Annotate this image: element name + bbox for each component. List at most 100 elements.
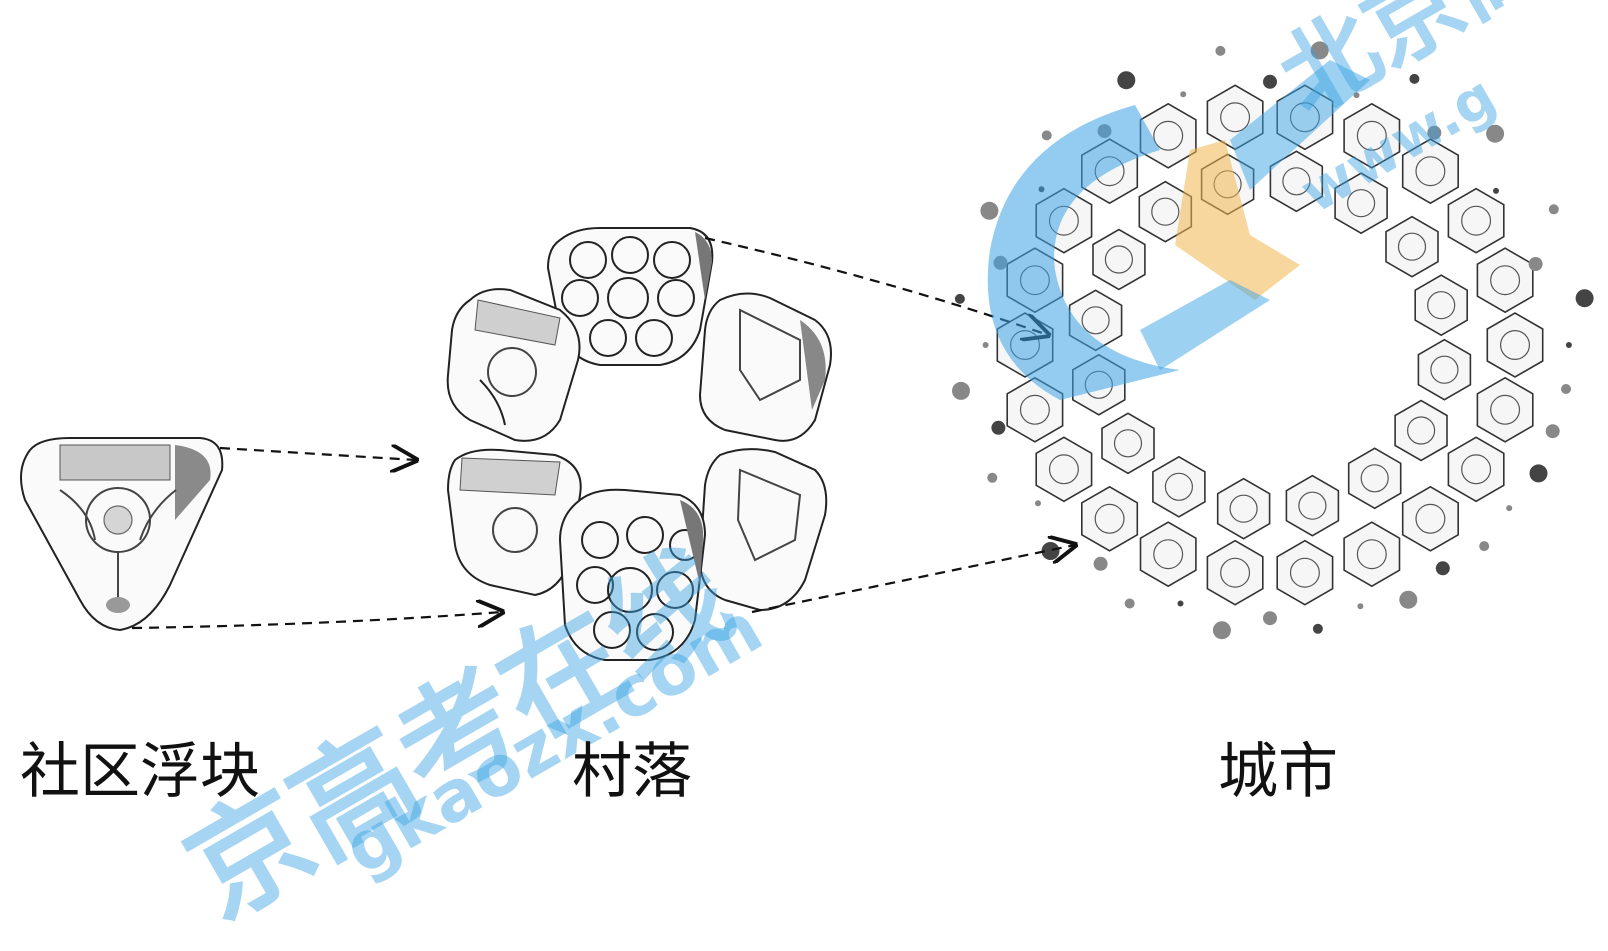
city-module-core xyxy=(1289,557,1320,588)
city-module-core xyxy=(1415,156,1446,187)
city-module xyxy=(1486,312,1544,378)
city-debris xyxy=(1124,598,1135,609)
city-module xyxy=(1035,436,1093,503)
city-module-core xyxy=(1220,102,1251,133)
watermark-logo-c-icon xyxy=(987,105,1180,400)
city-debris xyxy=(1486,124,1505,143)
city-module-core xyxy=(1461,205,1492,236)
city-module-core xyxy=(1153,120,1184,151)
label-community-float-block: 社区浮块 xyxy=(20,737,260,807)
city-module-core xyxy=(1081,306,1110,335)
city-module xyxy=(1414,274,1468,337)
city-debris xyxy=(982,342,989,348)
city-debris xyxy=(1561,384,1571,394)
city-module xyxy=(1385,215,1439,278)
arrow-village-to-city-lower xyxy=(751,545,1075,614)
city-module-core xyxy=(1153,539,1184,570)
city-module-core xyxy=(1490,394,1521,425)
city-debris xyxy=(1493,187,1499,194)
city-module-core xyxy=(1164,472,1194,501)
city-module xyxy=(1343,102,1401,169)
city-module xyxy=(1343,521,1401,588)
city-debris xyxy=(1545,424,1560,439)
city-debris xyxy=(1093,556,1108,571)
city-module xyxy=(1216,477,1271,540)
city-debris xyxy=(1041,130,1052,141)
city-module-core xyxy=(1094,503,1125,534)
city-module-core xyxy=(1356,539,1387,570)
city-debris xyxy=(1263,74,1277,89)
watermark-logo-k-icon xyxy=(1175,140,1300,300)
city-module-core xyxy=(1430,355,1459,384)
city-module-core xyxy=(1490,265,1521,296)
city-module-core xyxy=(1461,454,1492,485)
city-module-core xyxy=(1427,291,1456,320)
city-module xyxy=(1152,455,1206,518)
city-module-core xyxy=(1113,429,1143,458)
city-module-core xyxy=(1499,330,1530,361)
city-module xyxy=(1206,539,1264,606)
city-debris xyxy=(1479,541,1490,552)
city-module-core xyxy=(1104,245,1134,274)
city-module xyxy=(1401,485,1459,552)
city-debris xyxy=(1357,603,1364,610)
city-debris xyxy=(1435,561,1450,576)
watermark xyxy=(987,60,1370,400)
city-module xyxy=(1447,187,1505,254)
city-module-core xyxy=(1356,120,1387,151)
city-module-core xyxy=(1229,494,1258,523)
city-module-core xyxy=(1415,503,1446,534)
city-module-core xyxy=(1019,394,1050,425)
label-village: 村落 xyxy=(572,737,692,807)
city-debris xyxy=(1117,71,1136,90)
city-module xyxy=(1285,474,1340,537)
arrow-community-to-village-upper xyxy=(219,448,416,460)
city-module-core xyxy=(1282,167,1311,196)
diagram: 北京高 www.g 京高考在线 gkaozx.com 社区浮块 村落 城市 xyxy=(20,0,1594,945)
city-debris xyxy=(991,420,1006,435)
city-debris xyxy=(1215,45,1226,56)
city-debris xyxy=(1506,505,1513,512)
city-module xyxy=(1394,399,1448,462)
city-debris xyxy=(1528,257,1543,271)
city-module xyxy=(1417,338,1472,401)
city-module xyxy=(1139,521,1197,588)
city-module-core xyxy=(1406,416,1436,445)
city-module xyxy=(1476,376,1534,443)
city-module xyxy=(1447,436,1505,503)
city-debris xyxy=(954,293,965,304)
city-module-core xyxy=(1346,189,1376,218)
city-debris xyxy=(1177,600,1184,607)
city-module xyxy=(1101,412,1155,475)
city-module xyxy=(1476,247,1534,314)
community-float-block xyxy=(20,437,224,632)
city-debris xyxy=(1399,590,1418,609)
city-module xyxy=(1334,172,1388,235)
city-debris xyxy=(1310,41,1329,60)
label-city: 城市 xyxy=(1218,737,1338,807)
city-module xyxy=(1347,447,1402,510)
diagram-canvas xyxy=(20,41,1594,661)
city-module-core xyxy=(1397,232,1427,261)
city-module-core xyxy=(1360,464,1389,493)
city-debris xyxy=(1263,611,1277,626)
city-debris xyxy=(1575,289,1594,308)
city-module-core xyxy=(1298,491,1327,520)
arrow-community-to-village-lower xyxy=(131,612,502,630)
city-debris xyxy=(1427,125,1442,140)
city-debris xyxy=(1180,91,1187,98)
city-debris xyxy=(1035,500,1041,507)
city-module-core xyxy=(1151,197,1180,226)
city-debris xyxy=(1212,621,1231,640)
city-debris xyxy=(980,201,999,220)
city-debris xyxy=(1529,464,1548,483)
city-debris xyxy=(1409,73,1420,84)
village-cluster xyxy=(446,227,832,661)
city-module-core xyxy=(1220,557,1251,588)
city-debris xyxy=(952,381,970,400)
city-debris xyxy=(987,472,998,483)
city-module xyxy=(1276,539,1334,606)
city-debris xyxy=(1312,623,1323,634)
city-module-core xyxy=(1048,454,1079,485)
city-module xyxy=(1092,228,1146,291)
